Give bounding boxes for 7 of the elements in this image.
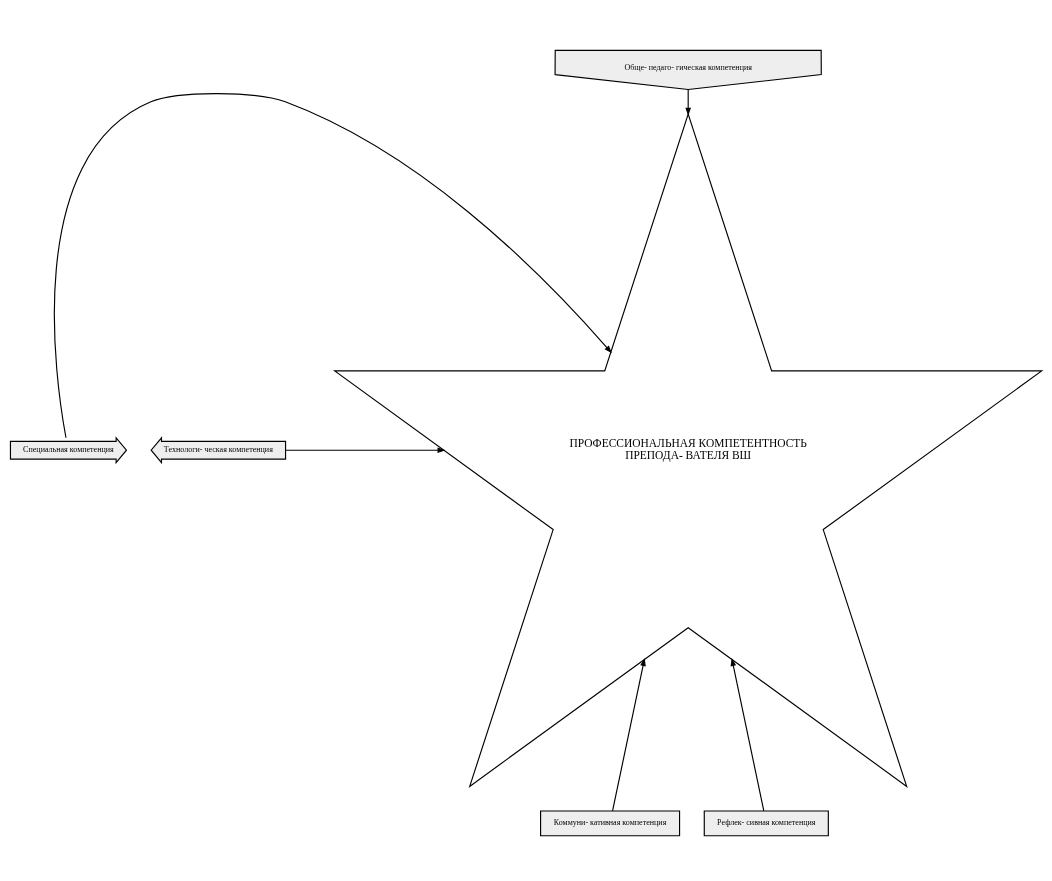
- node-box: Рефлек- сивная компетенция: [703, 809, 829, 836]
- arrow: [285, 446, 446, 453]
- arrow: [53, 92, 612, 438]
- node-box: Коммуни- кативная компетенция: [540, 809, 681, 836]
- arrow: [730, 657, 765, 812]
- arrow: [685, 88, 691, 116]
- arrow: [611, 657, 646, 812]
